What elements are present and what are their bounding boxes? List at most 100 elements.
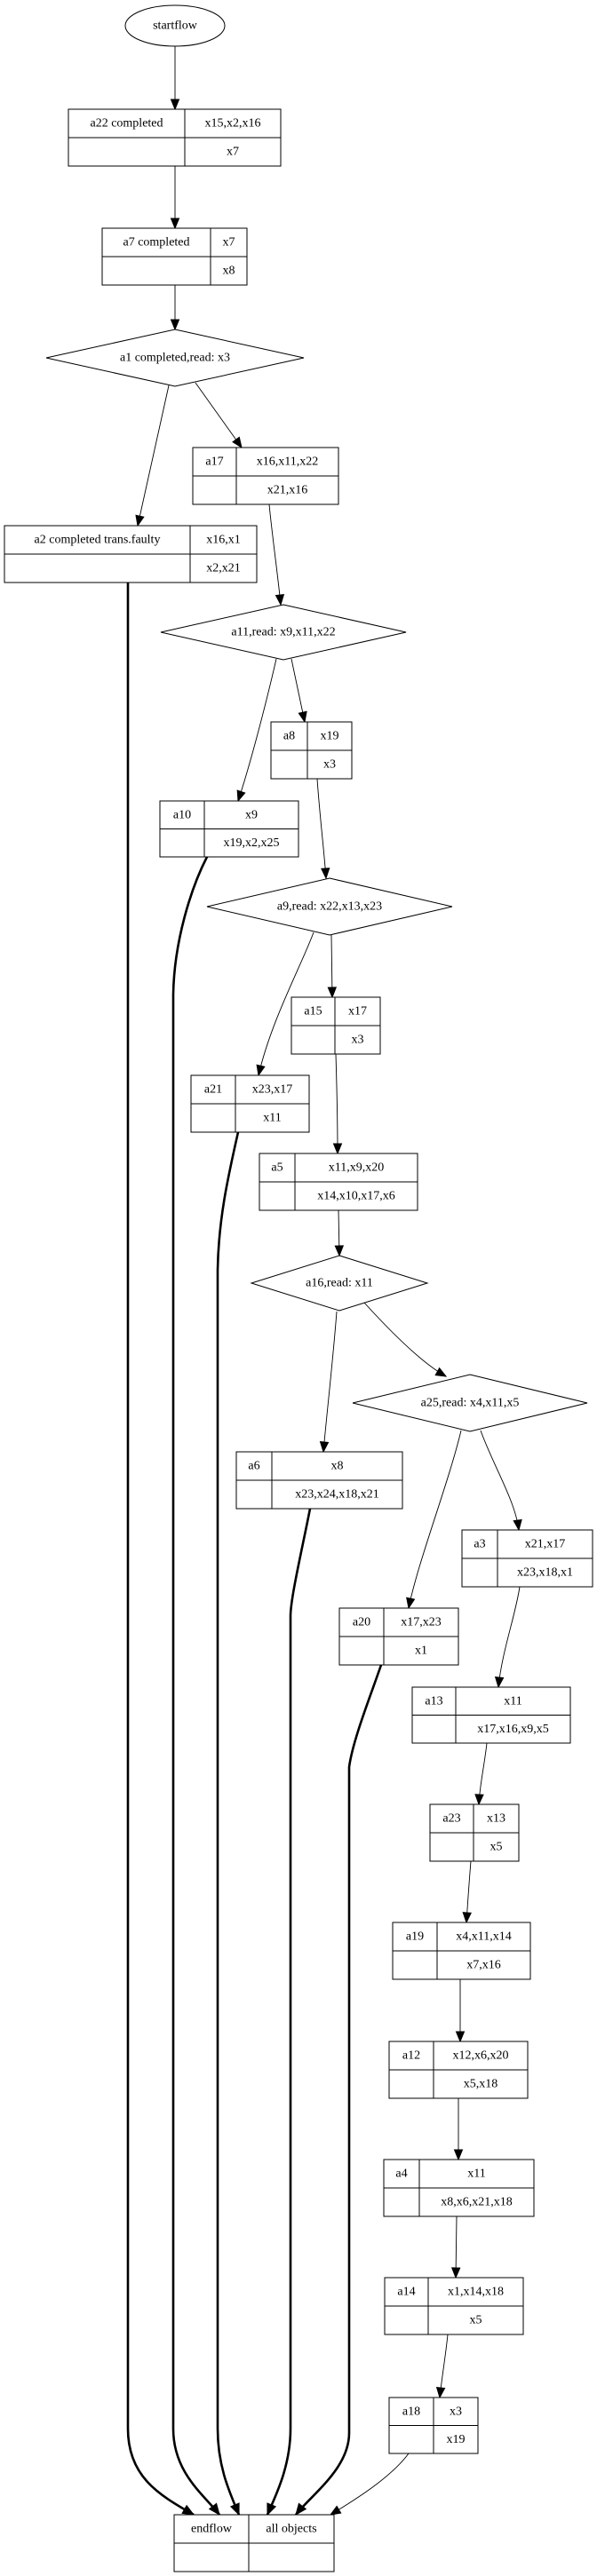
node-outputs: x23,x24,x18,x21 <box>295 1488 379 1502</box>
edge-line <box>126 583 195 2517</box>
edge-line <box>363 1302 447 1377</box>
edge-line <box>237 658 277 802</box>
node-inputs: x16,x11,x22 <box>257 456 318 469</box>
arrowhead-icon <box>329 2505 342 2516</box>
node-outputs: x5 <box>490 1841 503 1854</box>
arrowhead-icon <box>453 2149 464 2161</box>
edge-line <box>322 1311 338 1453</box>
node-inputs: x13 <box>487 1812 505 1826</box>
node-inputs: x8 <box>331 1460 344 1473</box>
edge-a25-to-a3 <box>480 1430 522 1532</box>
arrowhead-icon <box>181 2504 195 2516</box>
edge-line <box>268 503 282 606</box>
arrowhead-icon <box>295 2502 307 2517</box>
edge-line <box>498 1586 521 1688</box>
arrowhead-icon <box>494 1676 505 1689</box>
edge-a21-to-endflow <box>216 1131 241 2517</box>
edge-a16-to-a25 <box>363 1302 448 1377</box>
edge-a25-to-a20 <box>406 1430 462 1610</box>
edge-a13-to-a23 <box>474 1742 488 1806</box>
node-name: a12 <box>402 2049 420 2063</box>
arrowhead-icon <box>455 2031 466 2043</box>
node-outputs: x19 <box>447 2433 466 2446</box>
node-a23: a23 x13 x5 <box>429 1803 520 1862</box>
node-inputs: x4,x11,x14 <box>456 1930 511 1944</box>
node-outputs: x21,x16 <box>267 484 308 497</box>
decision-label: a1 completed,read: x3 <box>120 352 230 365</box>
node-name: a2 completed trans.faulty <box>35 534 161 547</box>
arrowhead-icon <box>327 987 338 999</box>
edge-a17-to-a11 <box>268 503 285 606</box>
node-name: endflow <box>191 2523 233 2536</box>
decision-diamond <box>45 329 305 387</box>
edge-a7-to-a1 <box>170 285 180 331</box>
arrowhead-icon <box>319 1441 330 1454</box>
edge-a11-to-a8 <box>291 658 307 724</box>
node-inputs: all objects <box>266 2523 316 2536</box>
decision-diamond <box>160 604 407 661</box>
node-outputs: x8 <box>223 265 235 278</box>
edge-a1-to-a2 <box>135 384 170 527</box>
node-outputs: x8,x6,x21,x18 <box>441 2196 513 2209</box>
node-outputs: x3 <box>323 758 336 772</box>
arrowhead-icon <box>513 1518 522 1532</box>
node-name: a8 <box>283 730 295 743</box>
node-a11: a11,read: x9,x11,x22 <box>160 604 407 661</box>
edge-line <box>316 778 327 879</box>
arrowhead-icon <box>267 2502 277 2517</box>
edge-startflow-to-a22 <box>170 46 180 111</box>
node-inputs: x17 <box>348 1005 367 1019</box>
edge-a15-to-a5 <box>332 1053 343 1155</box>
node-outputs: x5,x18 <box>464 2078 498 2091</box>
arrowhead-icon <box>256 1064 266 1077</box>
edge-line <box>294 1664 383 2516</box>
node-name: a3 <box>474 1538 485 1551</box>
node-inputs: x12,x6,x20 <box>453 2049 509 2063</box>
decision-label: a9,read: x22,x13,x23 <box>277 900 382 914</box>
edge-a14-to-a18 <box>435 2334 449 2399</box>
arrowhead-icon <box>462 1912 472 1924</box>
edge-a22-to-a7 <box>170 166 180 230</box>
arrowhead-icon <box>334 1245 345 1257</box>
node-a16: a16,read: x11 <box>250 1255 429 1312</box>
edge-line <box>171 856 221 2516</box>
edge-line <box>335 1053 338 1154</box>
node-outputs: x14,x10,x17,x6 <box>317 1190 395 1203</box>
node-inputs: x16,x1 <box>206 534 241 547</box>
node-a25: a25,read: x4,x11,x5 <box>352 1374 588 1432</box>
edge-a20-to-endflow <box>294 1664 383 2517</box>
edge-line <box>195 382 243 448</box>
edge-a16-to-a6 <box>319 1311 338 1454</box>
node-name: a15 <box>304 1005 322 1019</box>
edge-a18-to-endflow <box>329 2453 410 2516</box>
node-outputs: x23,x18,x1 <box>517 1566 573 1580</box>
edges-layer <box>126 46 522 2517</box>
node-name: a21 <box>204 1083 222 1097</box>
start-label: startflow <box>153 20 198 33</box>
arrowhead-icon <box>232 436 243 449</box>
edge-line <box>258 931 314 1076</box>
node-name: a23 <box>442 1812 460 1826</box>
arrowhead-icon <box>275 594 285 606</box>
node-a5: a5 x11,x9,x20 x14,x10,x17,x6 <box>259 1153 418 1211</box>
node-name: a5 <box>271 1161 283 1175</box>
node-inputs: x15,x2,x16 <box>205 117 261 131</box>
edge-a12-to-a4 <box>453 2098 464 2161</box>
arrowhead-icon <box>135 514 145 527</box>
node-inputs: x11,x9,x20 <box>329 1161 384 1175</box>
arrowhead-icon <box>332 1143 343 1155</box>
node-inputs: x1,x14,x18 <box>448 2286 504 2299</box>
arrowhead-icon <box>321 868 330 880</box>
edge-a1-to-a17 <box>195 382 243 449</box>
decision-label: a25,read: x4,x11,x5 <box>421 1397 520 1410</box>
edge-a2-to-endflow <box>126 583 195 2517</box>
